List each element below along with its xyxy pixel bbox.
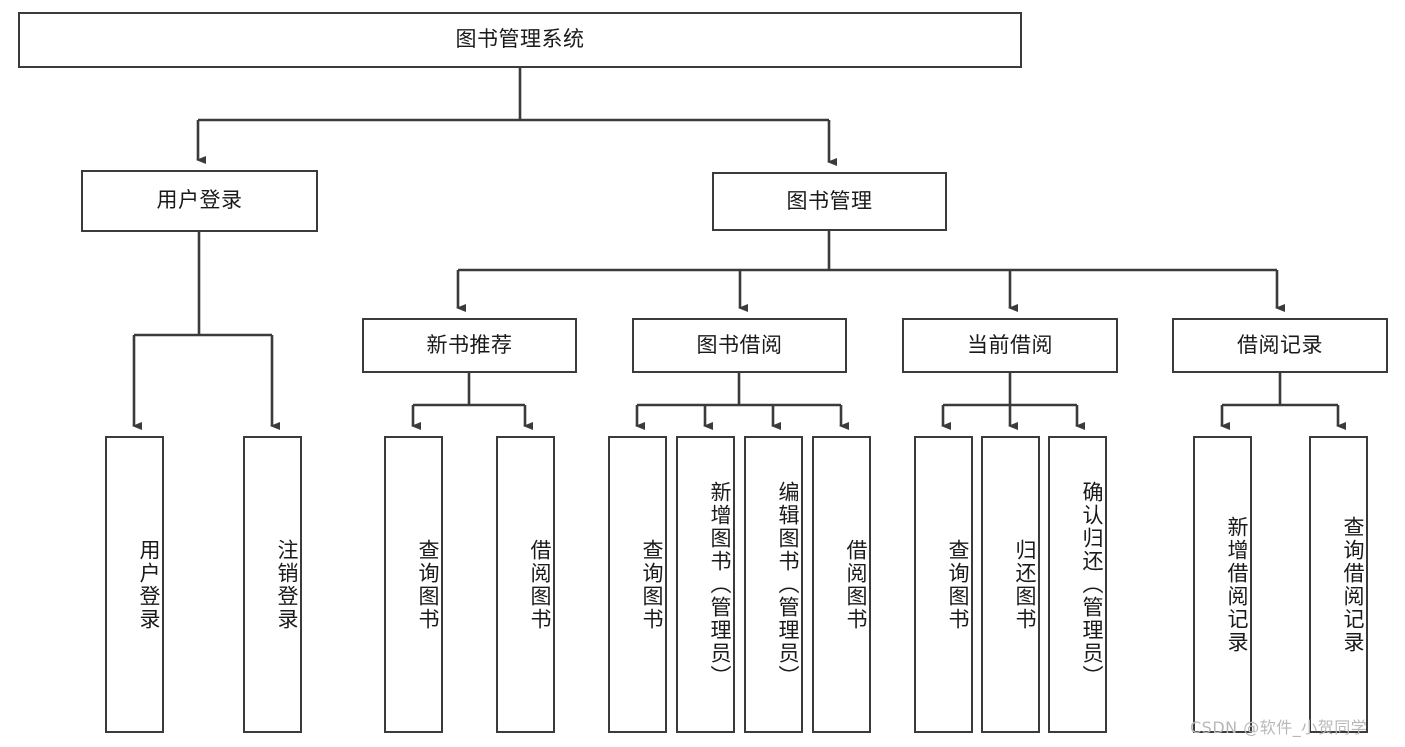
- node-book-borrow[interactable]: 图书借阅: [632, 318, 847, 373]
- node-leaf-query-book-2[interactable]: 查询图书: [608, 436, 667, 733]
- node-book-management[interactable]: 图书管理: [712, 172, 947, 231]
- node-leaf-query-book-3[interactable]: 查询图书: [914, 436, 973, 733]
- node-label: 注销登录: [275, 538, 299, 631]
- node-label: 新增图书（管理员）: [708, 481, 732, 688]
- csdn-watermark: CSDN @软件_小贺同学: [1190, 718, 1368, 737]
- node-leaf-borrow-book-1[interactable]: 借阅图书: [496, 436, 555, 733]
- node-label: 借阅记录: [1237, 332, 1323, 357]
- node-user-login[interactable]: 用户登录: [81, 170, 318, 232]
- node-label: 用户登录: [137, 538, 161, 631]
- node-label: 确认归还（管理员）: [1080, 481, 1104, 688]
- node-leaf-edit-book[interactable]: 编辑图书（管理员）: [744, 436, 803, 733]
- node-label: 借阅图书: [844, 538, 868, 631]
- node-leaf-query-book-1[interactable]: 查询图书: [384, 436, 443, 733]
- node-label: 图书管理系统: [455, 27, 585, 52]
- node-book-management-system[interactable]: 图书管理系统: [18, 12, 1022, 68]
- node-label: 图书管理: [786, 188, 873, 213]
- node-leaf-query-record[interactable]: 查询借阅记录: [1309, 436, 1368, 733]
- node-leaf-user-login[interactable]: 用户登录: [105, 436, 164, 733]
- node-new-book-recommend[interactable]: 新书推荐: [362, 318, 577, 373]
- node-label: 借阅图书: [528, 538, 552, 631]
- node-label: 用户登录: [156, 188, 243, 213]
- node-label: 编辑图书（管理员）: [776, 481, 800, 688]
- node-leaf-borrow-book-2[interactable]: 借阅图书: [812, 436, 871, 733]
- node-label: 查询图书: [640, 538, 664, 631]
- node-label: 图书借阅: [696, 332, 783, 357]
- node-leaf-return-book[interactable]: 归还图书: [981, 436, 1040, 733]
- node-current-borrow[interactable]: 当前借阅: [902, 318, 1118, 373]
- node-leaf-user-logout[interactable]: 注销登录: [243, 436, 302, 733]
- node-label: 归还图书: [1013, 538, 1037, 631]
- node-leaf-add-book[interactable]: 新增图书（管理员）: [676, 436, 735, 733]
- node-label: 查询借阅记录: [1341, 515, 1365, 654]
- node-borrow-record[interactable]: 借阅记录: [1172, 318, 1388, 373]
- node-label: 查询图书: [946, 538, 970, 631]
- node-leaf-add-record[interactable]: 新增借阅记录: [1193, 436, 1252, 733]
- node-leaf-confirm-return[interactable]: 确认归还（管理员）: [1048, 436, 1107, 733]
- node-label: 新增借阅记录: [1225, 515, 1249, 654]
- node-label: 新书推荐: [426, 332, 513, 357]
- node-label: 当前借阅: [967, 332, 1053, 357]
- node-label: 查询图书: [416, 538, 440, 631]
